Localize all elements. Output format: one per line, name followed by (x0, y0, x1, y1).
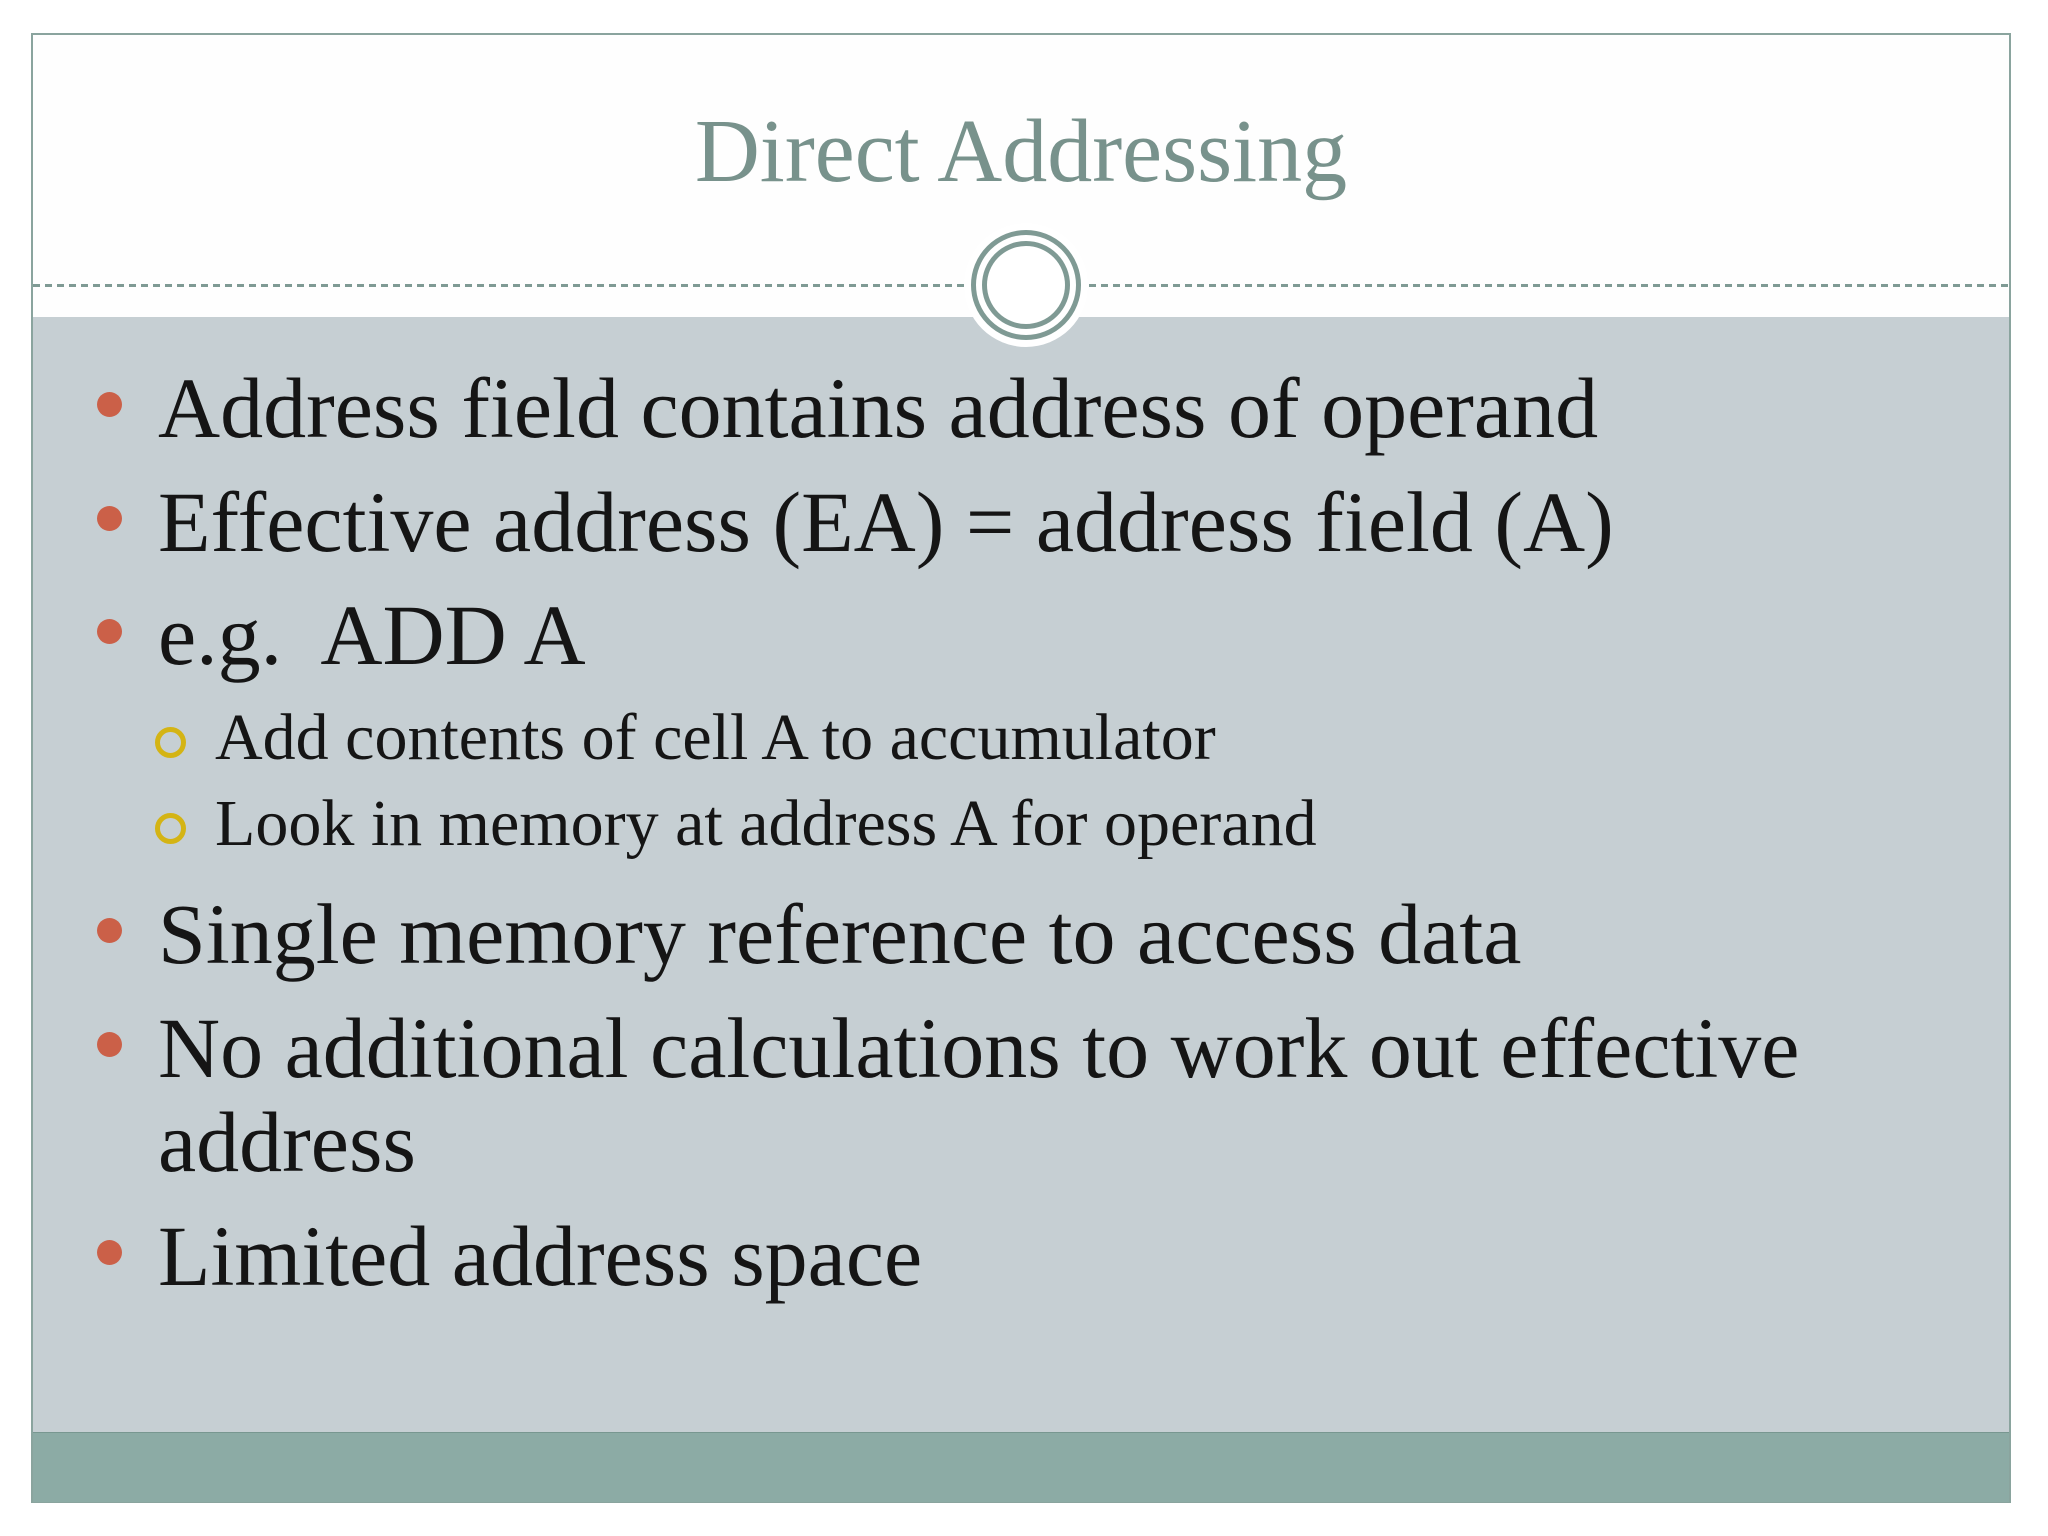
sub-bullet-item: Look in memory at address A for operand (33, 788, 1969, 861)
bullet-item: No additional calculations to work out e… (33, 999, 1969, 1191)
sub-bullet-item: Add contents of cell A to accumulator (33, 700, 1969, 775)
bullet-item: e.g. ADD A (33, 588, 1969, 683)
bullet-dot-icon (97, 1239, 122, 1265)
bullet-text: Single memory reference to access data (158, 885, 1522, 982)
bullet-ring-icon (155, 726, 186, 758)
bullet-item: Address field contains address of operan… (33, 361, 1969, 456)
slide-title: Direct Addressing (694, 102, 1348, 201)
bullet-ring-icon (155, 813, 186, 845)
bullet-item: Single memory reference to access data (33, 887, 1969, 982)
ornament-inner-ring (982, 241, 1070, 329)
bullet-text: Limited address space (158, 1207, 923, 1304)
bullet-text: Address field contains address of operan… (158, 360, 1599, 456)
ornament-outer-ring (971, 230, 1081, 340)
bullet-text: Effective address (EA) = address field (… (158, 473, 1614, 570)
bullet-dot-icon (97, 917, 122, 943)
bullet-text: e.g. ADD A (158, 587, 586, 684)
bullet-item: Effective address (EA) = address field (… (33, 473, 1969, 570)
bullet-item: Limited address space (33, 1207, 1969, 1304)
bullet-dot-icon (97, 1031, 122, 1057)
bullet-text: Look in memory at address A for operand (215, 787, 1317, 861)
circle-ornament-icon (964, 223, 1088, 347)
footer-band (33, 1432, 2009, 1502)
bullet-text: No additional calculations to work out e… (158, 999, 1821, 1191)
slide-canvas: Direct Addressing Address field contains… (31, 33, 2011, 1503)
bullet-dot-icon (97, 619, 122, 645)
bullet-dot-icon (97, 505, 122, 531)
bullet-list: Address field contains address of operan… (33, 317, 2009, 1303)
bullet-dot-icon (97, 392, 122, 417)
slide-body: Address field contains address of operan… (33, 317, 2009, 1432)
bullet-text: Add contents of cell A to accumulator (215, 700, 1216, 774)
